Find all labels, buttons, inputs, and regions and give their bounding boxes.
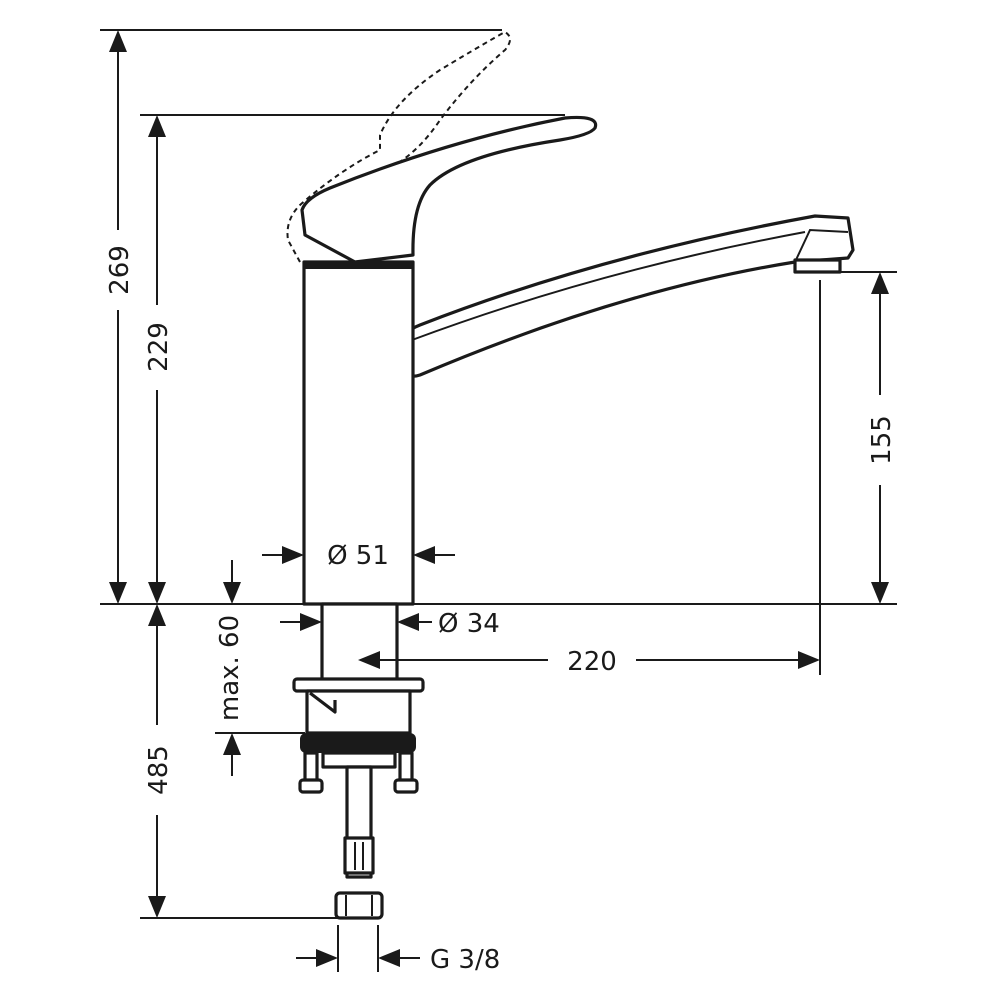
- spout: [398, 214, 855, 378]
- dim-g38: [296, 949, 420, 967]
- extension-lines: [100, 29, 897, 972]
- lever-handle: [300, 115, 598, 264]
- dim-155: [871, 272, 889, 604]
- handle-open-position-outline: [286, 30, 511, 263]
- dim-max-60: [223, 560, 241, 776]
- dim-34: [280, 613, 432, 631]
- dim-229: [148, 115, 166, 604]
- dim-220: [358, 651, 820, 669]
- dim-label-485: 485: [144, 745, 174, 795]
- dim-51: [262, 546, 455, 564]
- dim-label-thread: G 3/8: [430, 945, 500, 975]
- dim-label-269: 269: [105, 245, 135, 295]
- dim-label-220: 220: [567, 647, 617, 677]
- aerator: [793, 258, 842, 274]
- dim-label-diameter-51: Ø 51: [327, 541, 389, 571]
- dim-label-max-60: max. 60: [215, 615, 245, 721]
- dim-label-155: 155: [867, 415, 897, 465]
- faucet-body: [302, 260, 415, 606]
- dim-label-229: 229: [144, 322, 174, 372]
- mounting-assembly: [292, 602, 425, 920]
- dim-label-diameter-34: Ø 34: [438, 609, 500, 639]
- dim-485: [148, 604, 166, 918]
- dim-269: [104, 30, 132, 604]
